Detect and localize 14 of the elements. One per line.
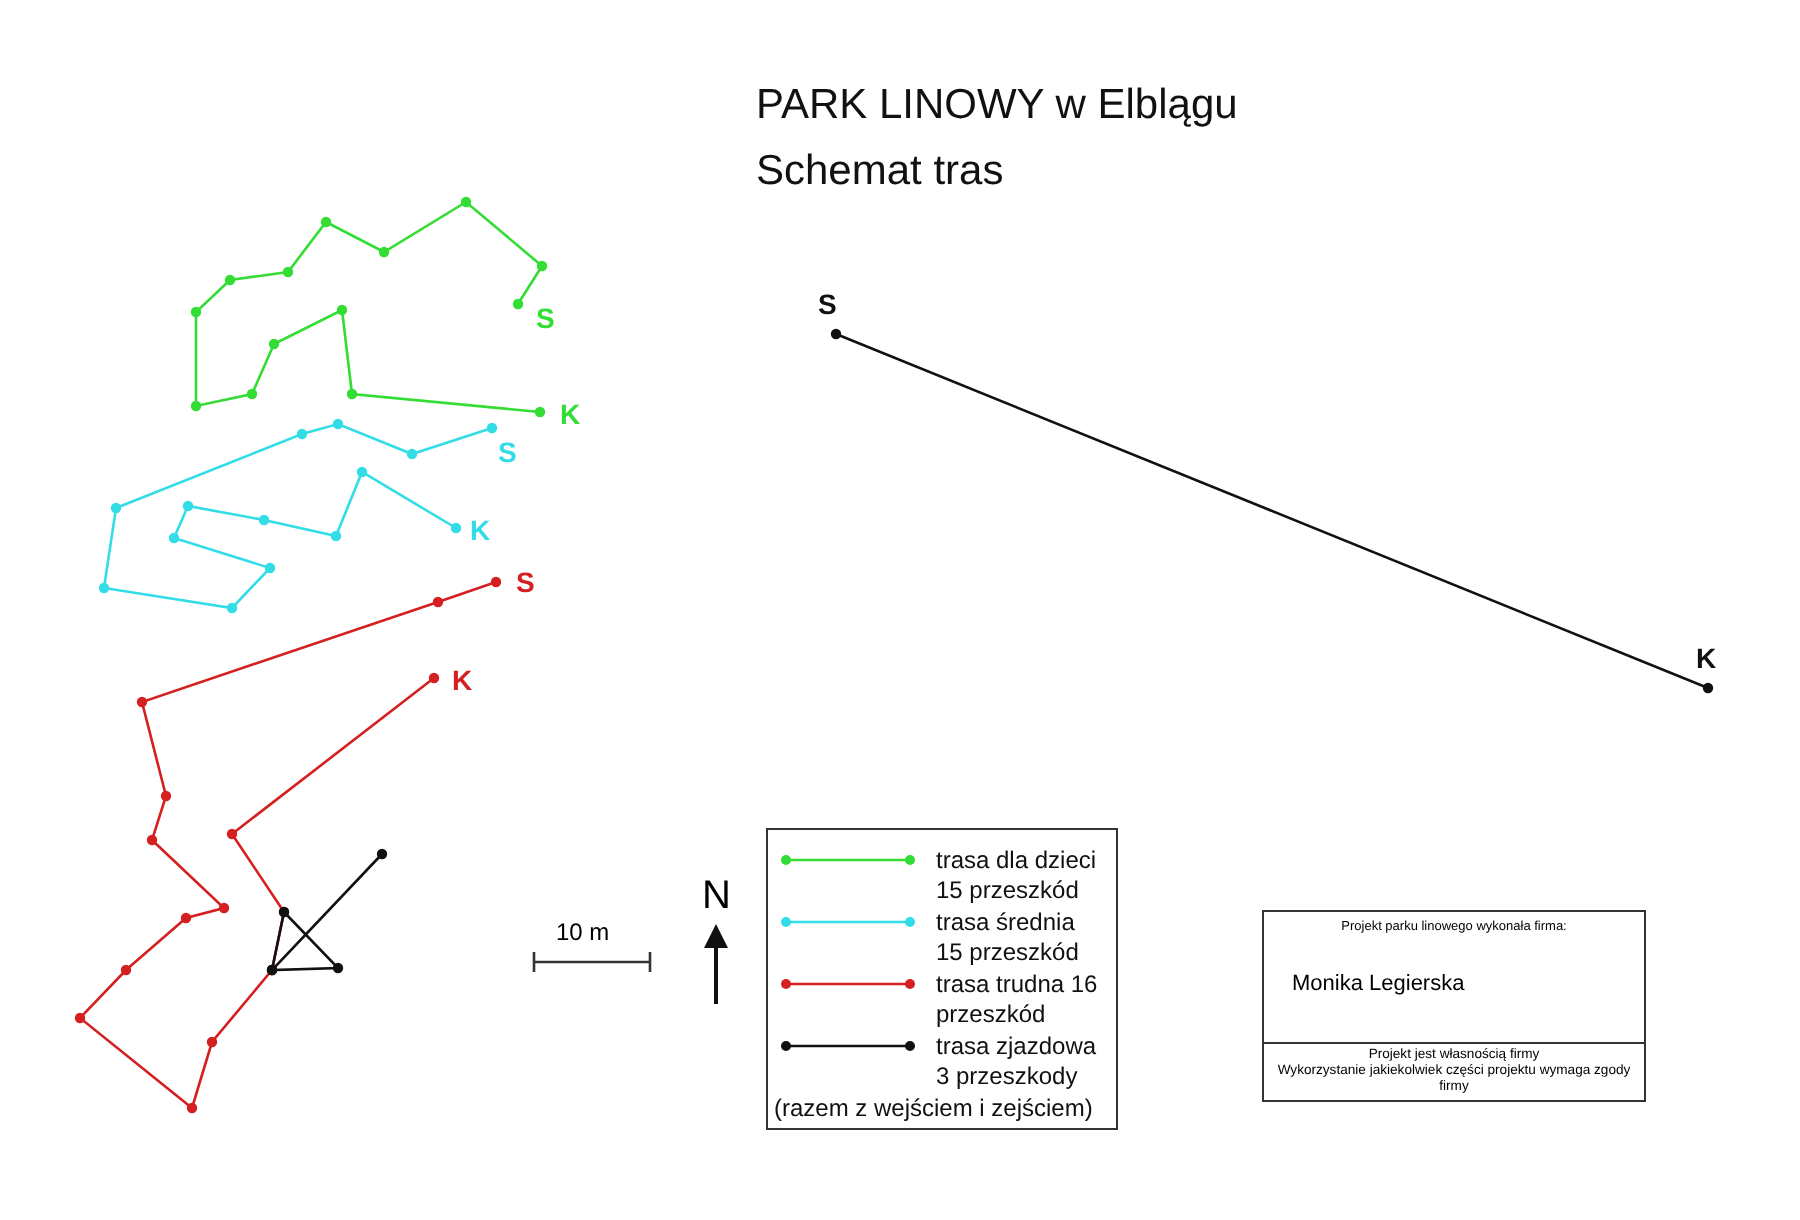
route-end-label: K <box>452 666 473 694</box>
legend-text: trasa zjazdowa 3 przeszkody <box>936 1032 1099 1092</box>
route-end-label: K <box>1696 644 1717 672</box>
north-label: N <box>702 876 731 916</box>
scale-label: 10 m <box>556 918 610 946</box>
route-end-label: S <box>818 290 837 318</box>
route-end-label: S <box>498 438 517 466</box>
route-end-label: K <box>470 516 491 544</box>
route-end-label: S <box>536 304 555 332</box>
legend-note: (razem z wejściem i zejściem) <box>774 1094 1093 1122</box>
route-end-label: S <box>516 568 535 596</box>
route-end-label: K <box>560 400 581 428</box>
author-name: Monika Legierska <box>1292 972 1465 996</box>
diagram-title: PARK LINOWY w Elblągu Schemat tras <box>756 80 1240 198</box>
